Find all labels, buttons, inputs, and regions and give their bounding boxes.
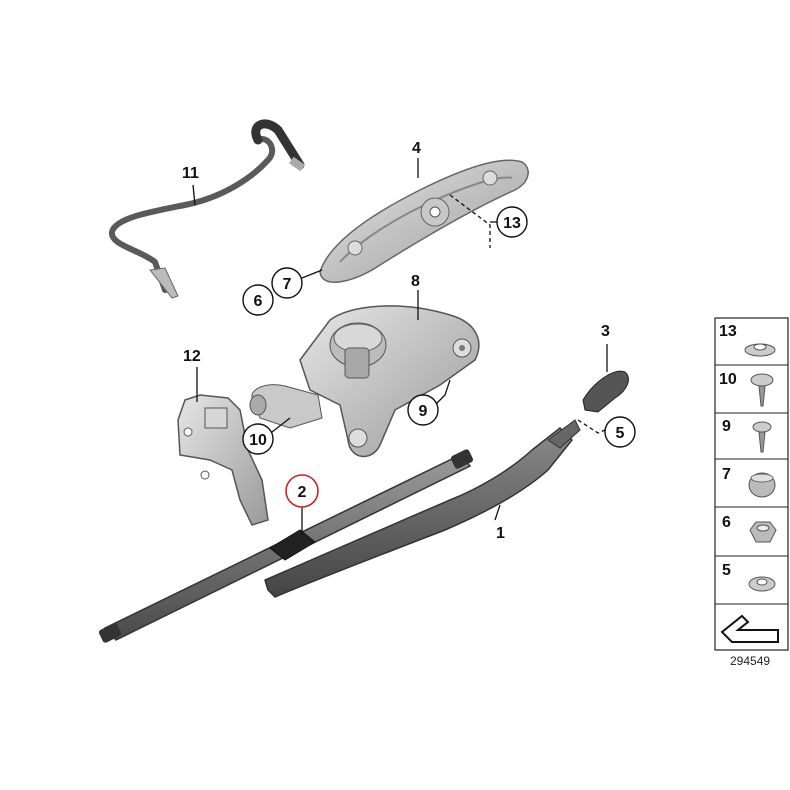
svg-text:1: 1 [496, 525, 505, 542]
callout-11: 11 [182, 165, 199, 182]
wiper-arm-part[interactable] [264, 419, 581, 598]
callout-7: 7 [271, 267, 303, 299]
callout-13: 13 [496, 206, 528, 238]
callout-8: 8 [411, 273, 420, 290]
mounting-symbol-icon [720, 614, 779, 643]
svg-text:3: 3 [601, 323, 610, 340]
side-item-13[interactable]: 13 [719, 323, 776, 357]
svg-text:12: 12 [183, 348, 201, 365]
fastener-side-panel: 13 10 9 7 6 5 [714, 317, 789, 651]
callout-1: 1 [496, 525, 505, 542]
svg-text:10: 10 [719, 371, 737, 388]
side-item-9[interactable]: 9 [722, 418, 772, 453]
side-item-5[interactable]: 5 [722, 562, 776, 592]
svg-text:7: 7 [283, 276, 292, 293]
svg-text:7: 7 [722, 466, 731, 483]
callout-9: 9 [407, 394, 439, 426]
svg-text:6: 6 [722, 514, 731, 531]
callout-2: 2 [285, 474, 319, 508]
svg-text:4: 4 [412, 140, 421, 157]
arm-cap-part[interactable] [582, 370, 629, 413]
wiper-blade-part[interactable] [98, 448, 474, 643]
svg-text:5: 5 [722, 562, 731, 579]
side-item-10[interactable]: 10 [719, 371, 774, 407]
callout-10: 10 [242, 423, 274, 455]
svg-text:13: 13 [503, 215, 521, 232]
callout-12: 12 [183, 348, 201, 365]
callout-6: 6 [242, 284, 274, 316]
svg-text:11: 11 [182, 165, 199, 182]
svg-text:5: 5 [616, 425, 625, 442]
leader-lines [192, 158, 608, 535]
side-item-7[interactable]: 7 [722, 466, 776, 498]
wiper-motor-cover-part[interactable] [319, 159, 529, 283]
bracket-part[interactable] [177, 394, 269, 526]
svg-text:9: 9 [722, 418, 731, 435]
svg-text:8: 8 [411, 273, 420, 290]
callout-4: 4 [412, 140, 421, 157]
svg-text:9: 9 [419, 403, 428, 420]
connector-part[interactable] [249, 384, 323, 429]
svg-text:6: 6 [254, 293, 263, 310]
callout-3: 3 [601, 323, 610, 340]
svg-text:13: 13 [719, 323, 737, 340]
callout-2-highlight-ring [285, 474, 319, 508]
catalog-number: 294549 [730, 654, 770, 668]
wiper-motor-part[interactable] [299, 305, 480, 458]
svg-text:10: 10 [249, 432, 267, 449]
side-item-6[interactable]: 6 [722, 514, 777, 543]
washer-hose-part[interactable] [109, 119, 306, 299]
callout-5: 5 [604, 416, 636, 448]
svg-text:2: 2 [298, 484, 307, 501]
